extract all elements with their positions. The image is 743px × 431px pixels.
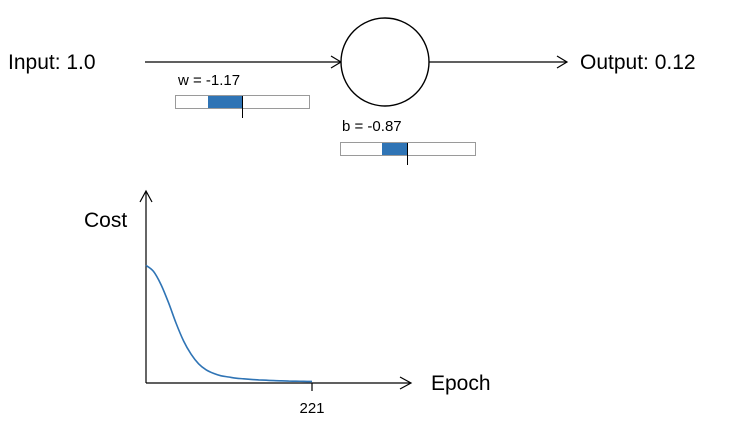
weight-slider-fill <box>208 96 243 108</box>
y-axis-arrowhead <box>139 189 153 203</box>
bias-slider-thumb[interactable] <box>407 143 408 165</box>
bias-label: b = -0.87 <box>342 118 402 135</box>
input-label: Input: 1.0 <box>8 51 96 74</box>
bias-slider-fill <box>382 143 408 155</box>
weight-slider-thumb[interactable] <box>242 96 243 118</box>
weight-slider[interactable] <box>175 95 310 118</box>
neuron-circle <box>340 17 430 107</box>
y-axis-label: Cost <box>84 209 128 232</box>
weight-label: w = -1.17 <box>178 72 241 89</box>
output-arrowhead <box>556 55 569 69</box>
x-axis-arrowhead <box>399 376 413 390</box>
bias-slider[interactable] <box>340 142 476 165</box>
cost-curve-line <box>145 264 313 383</box>
x-axis-label: Epoch <box>431 372 491 395</box>
output-label: Output: 0.12 <box>580 51 696 74</box>
x-tick-label-221: 221 <box>299 400 324 417</box>
